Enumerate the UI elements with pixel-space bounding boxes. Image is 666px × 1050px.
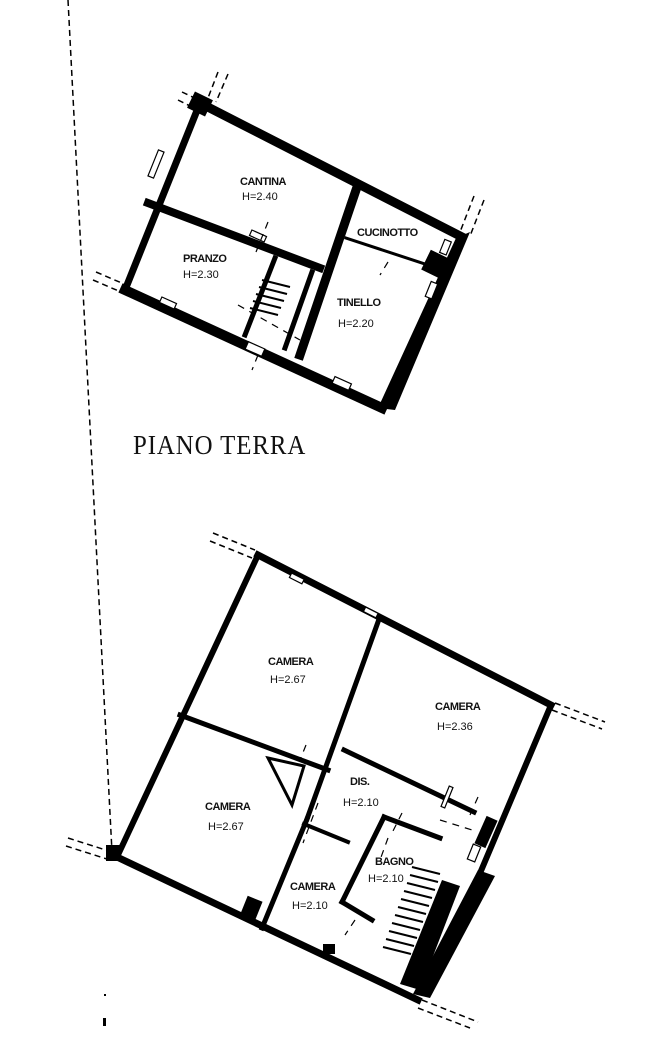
room-label: PRANZO — [183, 253, 227, 265]
ground-floor-plan: CANTINA H=2.40 CUCINOTTO PRANZO H=2.30 T… — [92, 71, 485, 415]
room-label: DIS. — [350, 776, 370, 788]
first-floor-stairs — [382, 866, 441, 955]
room-height: H=2.10 — [343, 797, 379, 809]
floor-title-ground: PIANO TERRA — [133, 430, 307, 460]
room-height: H=2.10 — [368, 873, 404, 885]
room-height: H=2.36 — [437, 721, 473, 733]
room-height: H=2.20 — [338, 318, 374, 330]
room-label: TINELLO — [337, 297, 381, 309]
room-height: H=2.30 — [183, 269, 219, 281]
room-label: CAMERA — [435, 701, 481, 713]
room-height: H=2.40 — [242, 191, 278, 203]
room-label: BAGNO — [375, 856, 414, 868]
room-height: H=2.67 — [208, 821, 244, 833]
room-height: H=2.67 — [270, 674, 306, 686]
ground-stairs — [249, 279, 291, 316]
first-floor-plan: CAMERA H=2.67 CAMERA H=2.36 DIS. H=2.10 … — [65, 0, 606, 1029]
room-height: H=2.10 — [292, 900, 328, 912]
room-label: CAMERA — [290, 881, 336, 893]
room-label: CAMERA — [268, 656, 314, 668]
room-label: CUCINOTTO — [357, 227, 419, 239]
room-label: CAMERA — [205, 801, 251, 813]
room-label: CANTINA — [240, 176, 287, 188]
